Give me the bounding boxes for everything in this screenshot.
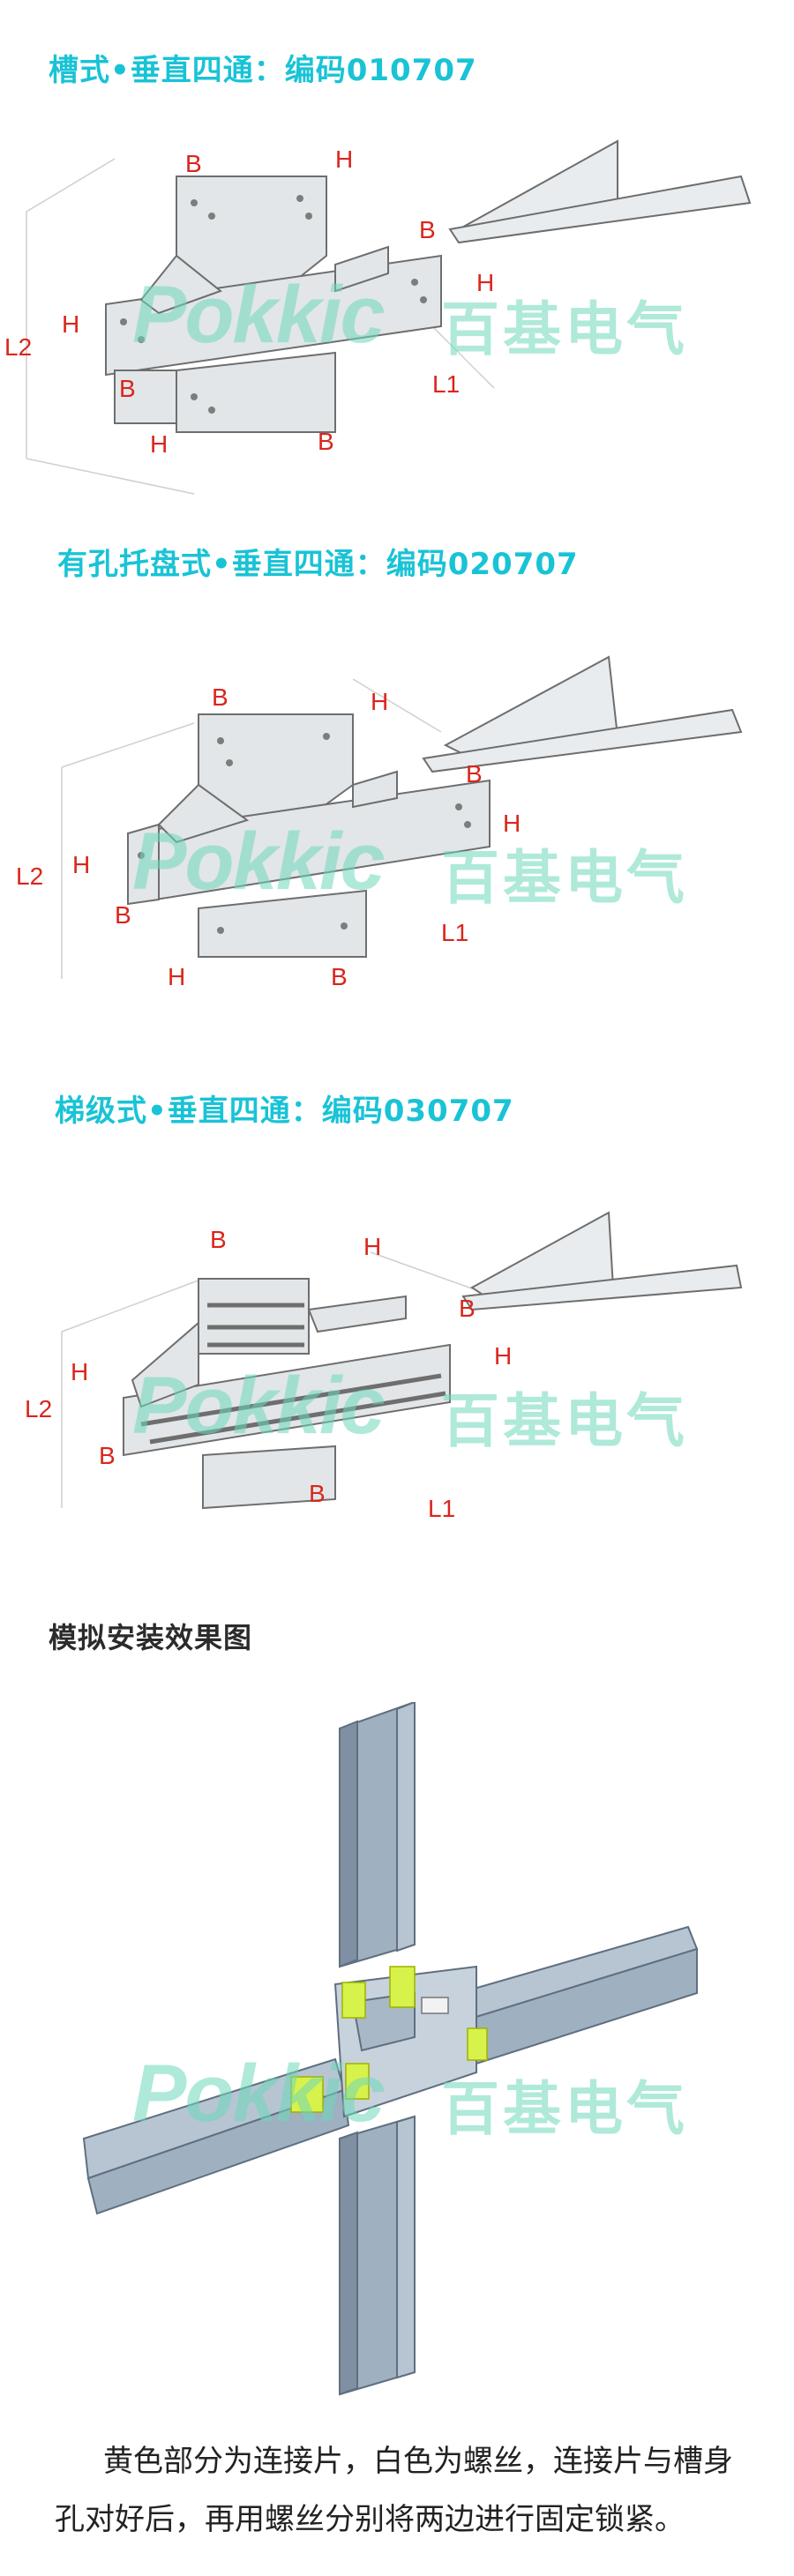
dim-label-h: H <box>363 1233 382 1260</box>
dim-label-b: B <box>459 1295 476 1322</box>
dim-label-h: H <box>168 963 186 990</box>
watermark-latin: Pokkic <box>132 270 386 360</box>
section-title: 槽式•垂直四通：编码010707 <box>49 53 477 88</box>
trough-four-way-drawing <box>26 139 752 495</box>
section-title: 有孔托盘式•垂直四通：编码020707 <box>57 547 579 582</box>
dim-label-h: H <box>476 269 495 296</box>
dim-label-b: B <box>119 375 136 402</box>
simulation-title: 模拟安装效果图 <box>49 1621 253 1654</box>
perforated-four-way-drawing <box>61 655 743 979</box>
dim-label-h: H <box>494 1342 513 1370</box>
watermark-chinese: 百基电气 <box>441 1387 688 1455</box>
dim-label-b: B <box>419 216 436 243</box>
watermark-latin: Pokkic <box>132 2049 386 2139</box>
dim-label-h: H <box>62 310 80 338</box>
dim-label-h: H <box>503 810 521 837</box>
dim-label-l2: L2 <box>4 333 33 361</box>
dim-label-l1: L1 <box>441 919 469 946</box>
dim-label-b: B <box>331 963 348 990</box>
dim-label-b: B <box>99 1442 116 1469</box>
dim-label-l2: L2 <box>25 1395 53 1422</box>
dim-label-b: B <box>212 683 228 711</box>
watermark-chinese: 百基电气 <box>441 295 688 363</box>
dim-label-h: H <box>335 146 354 173</box>
watermark-chinese: 百基电气 <box>441 2075 688 2143</box>
installation-caption: 黄色部分为连接片，白色为螺丝，连接片与槽身孔对好后，再用螺丝分别将两边进行固定锁… <box>55 2444 733 2537</box>
dim-label-h: H <box>72 851 91 878</box>
ladder-four-way-drawing <box>61 1211 743 1510</box>
section-title: 梯级式•垂直四通：编码030707 <box>55 1094 514 1129</box>
watermark-latin: Pokkic <box>132 1361 386 1451</box>
dim-label-b: B <box>309 1480 326 1507</box>
watermark-latin: Pokkic <box>132 817 386 907</box>
dim-label-b: B <box>210 1226 227 1253</box>
watermark-chinese: 百基电气 <box>441 844 688 912</box>
dim-label-b: B <box>185 150 202 177</box>
dim-label-l1: L1 <box>428 1495 456 1522</box>
dim-label-l1: L1 <box>432 370 461 398</box>
dim-label-h: H <box>371 688 389 715</box>
dim-label-b: B <box>115 901 131 929</box>
dim-label-b: B <box>466 760 483 788</box>
dim-label-h: H <box>150 430 169 458</box>
installation-simulation-drawing <box>82 1702 699 2396</box>
dim-label-b: B <box>318 428 334 455</box>
dim-label-h: H <box>71 1358 89 1385</box>
dim-label-l2: L2 <box>16 862 44 890</box>
